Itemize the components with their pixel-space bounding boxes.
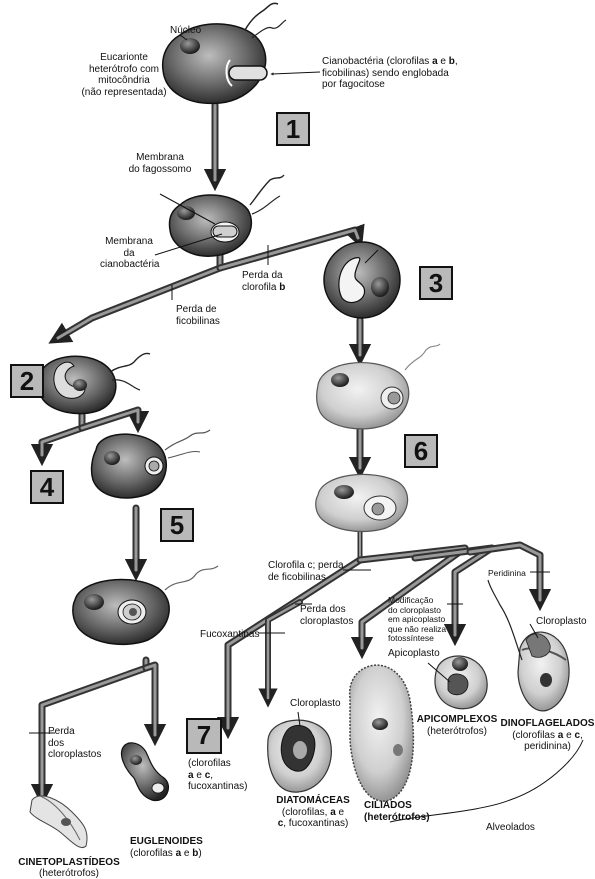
label-perda-ficobilinas: Perda de ficobilinas [176, 304, 220, 327]
cell-phagosome [169, 175, 284, 256]
group-dinoflagelados: DINOFLAGELADOS(clorofilas a e c, peridin… [500, 718, 595, 753]
cell-2-secondary [39, 353, 150, 413]
label-peridinina: Peridinina [488, 568, 526, 580]
cell-cinetoplastid [30, 796, 87, 848]
label-perda-clorofila-b: Perda da clorofila b [242, 270, 285, 293]
label-cloroplasto-diat: Cloroplasto [290, 698, 341, 710]
label-nucleo: Núcleo [170, 25, 201, 37]
cell-diatom [268, 720, 332, 792]
label-fucoxantinas: Fucoxantinas [200, 629, 259, 641]
cell-eukaryote-top [163, 3, 286, 103]
label-modificacao-apicoplasto: Modificação do cloroplasto em apicoplast… [388, 596, 446, 644]
cell-ciliate [350, 665, 414, 801]
label-apicoplasto: Apicoplasto [388, 648, 440, 660]
step-4-box: 4 [30, 470, 64, 504]
step-6-box: 6 [404, 434, 438, 468]
group-apicomplexos: APICOMPLEXOS(heterótrofos) [412, 714, 502, 737]
step-3-box: 3 [419, 266, 453, 300]
group-euglenoides: EUGLENOIDES(clorofilas a e b) [130, 836, 203, 859]
cell-euglenoid [121, 743, 168, 801]
label-perda-cloroplastos-left: Perda dos cloroplastos [48, 726, 101, 761]
cell-dinoflagellate [488, 580, 569, 711]
cell-secondary-euglenoid-lineage [92, 430, 210, 498]
group-diatomaceas: DIATOMÁCEAS(clorofilas, a e c, fucoxanti… [268, 795, 358, 830]
label-alveolados: Alveolados [486, 822, 535, 834]
cell-secondary-right-2 [316, 474, 408, 531]
cell-secondary-left-5 [73, 566, 218, 644]
step-5-box: 5 [160, 508, 194, 542]
group-ciliados: CILIADOS(heterótrofos) [364, 800, 430, 823]
group-cinetoplastideos: CINETOPLASTÍDEOS(heterótrofos) [14, 857, 124, 879]
label-cianobacteria: Cianobactéria (clorofilas a e b, ficobil… [322, 56, 462, 91]
step-7-box: 7 [186, 718, 222, 754]
cell-apicomplexan [435, 656, 487, 709]
label-grupo-7: (clorofilas a e c, fucoxantinas) [188, 758, 247, 793]
label-eucarionte: Eucarionte heterótrofo com mitocôndria (… [78, 52, 170, 98]
step-1-box: 1 [276, 112, 310, 146]
label-membrana-cianobacteria: Membrana da cianobactéria [100, 236, 158, 271]
label-perda-cloroplastos-mid: Perda dos cloroplastos [300, 604, 353, 627]
cell-3-primary-plastid [324, 242, 400, 318]
label-membrana-fagossomo: Membrana do fagossomo [110, 152, 210, 175]
cell-secondary-right-1 [317, 344, 440, 429]
step-2-box: 2 [10, 364, 44, 398]
label-cloroplasto-dino: Cloroplasto [536, 616, 587, 628]
label-clorofila-c: Clorofila c; perda de ficobilinas [268, 560, 344, 583]
